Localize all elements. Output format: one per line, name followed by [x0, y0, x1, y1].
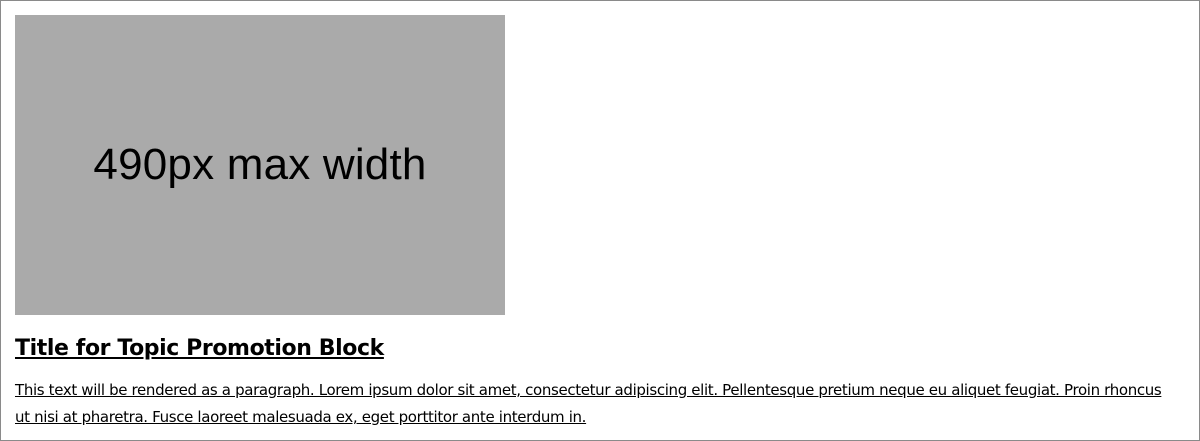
topic-promotion-block-link[interactable]: 490px max width Title for Topic Promotio… — [15, 15, 1175, 431]
image-placeholder[interactable]: 490px max width — [15, 15, 505, 315]
image-placeholder-label: 490px max width — [93, 140, 427, 189]
promotion-paragraph[interactable]: This text will be rendered as a paragrap… — [15, 381, 1162, 426]
promotion-title[interactable]: Title for Topic Promotion Block — [15, 336, 384, 361]
